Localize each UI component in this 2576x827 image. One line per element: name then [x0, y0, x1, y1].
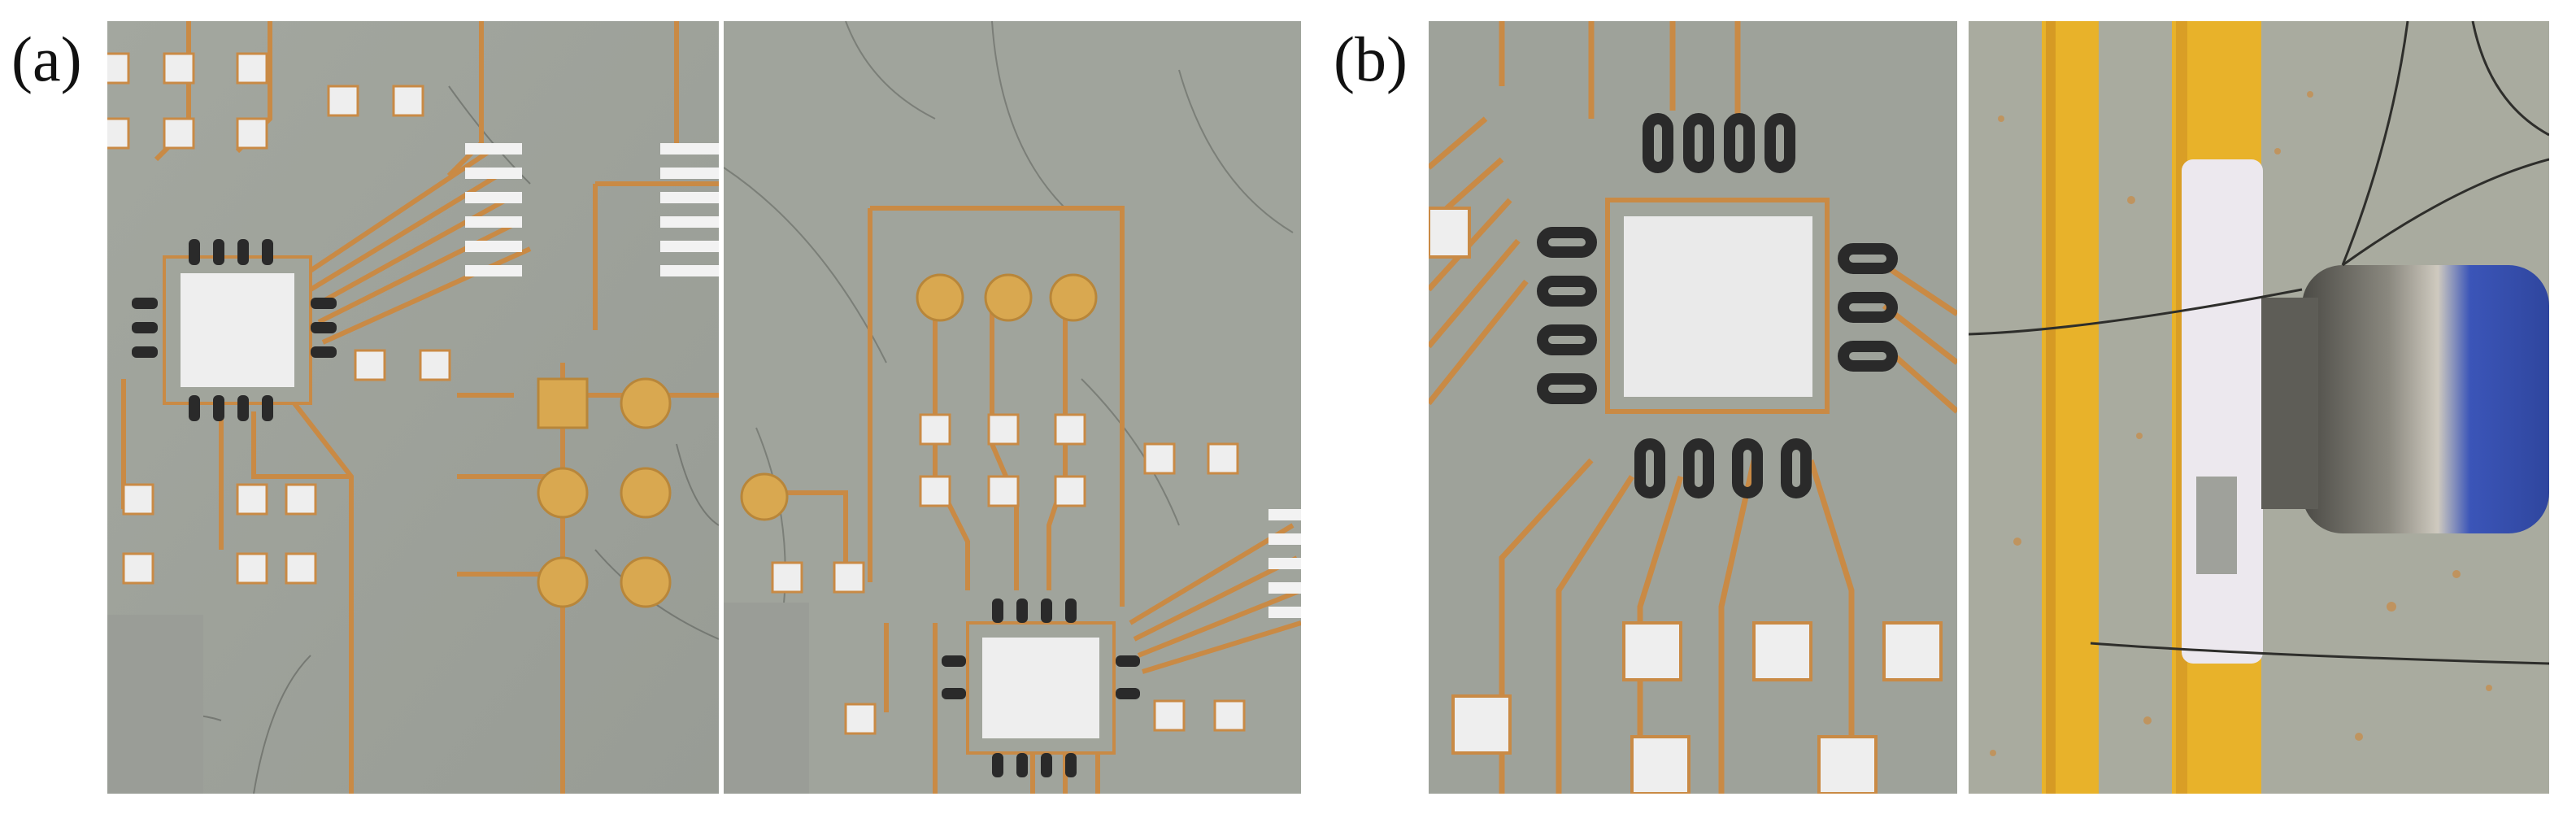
photo-b-right: [1969, 21, 2549, 794]
solder-joint-micrograph-icon: [1969, 21, 2549, 794]
pcb-closeup-photo-icon: [1429, 21, 1957, 794]
panel-label-b: (b): [1334, 24, 1408, 94]
photo-a-right: [724, 21, 1301, 794]
photo-b-left: [1429, 21, 1957, 794]
panel-label-a: (a): [11, 24, 82, 94]
photo-a-left: [107, 21, 719, 794]
pcb-photo-icon: [107, 21, 719, 794]
pcb-photo-icon: [724, 21, 1301, 794]
